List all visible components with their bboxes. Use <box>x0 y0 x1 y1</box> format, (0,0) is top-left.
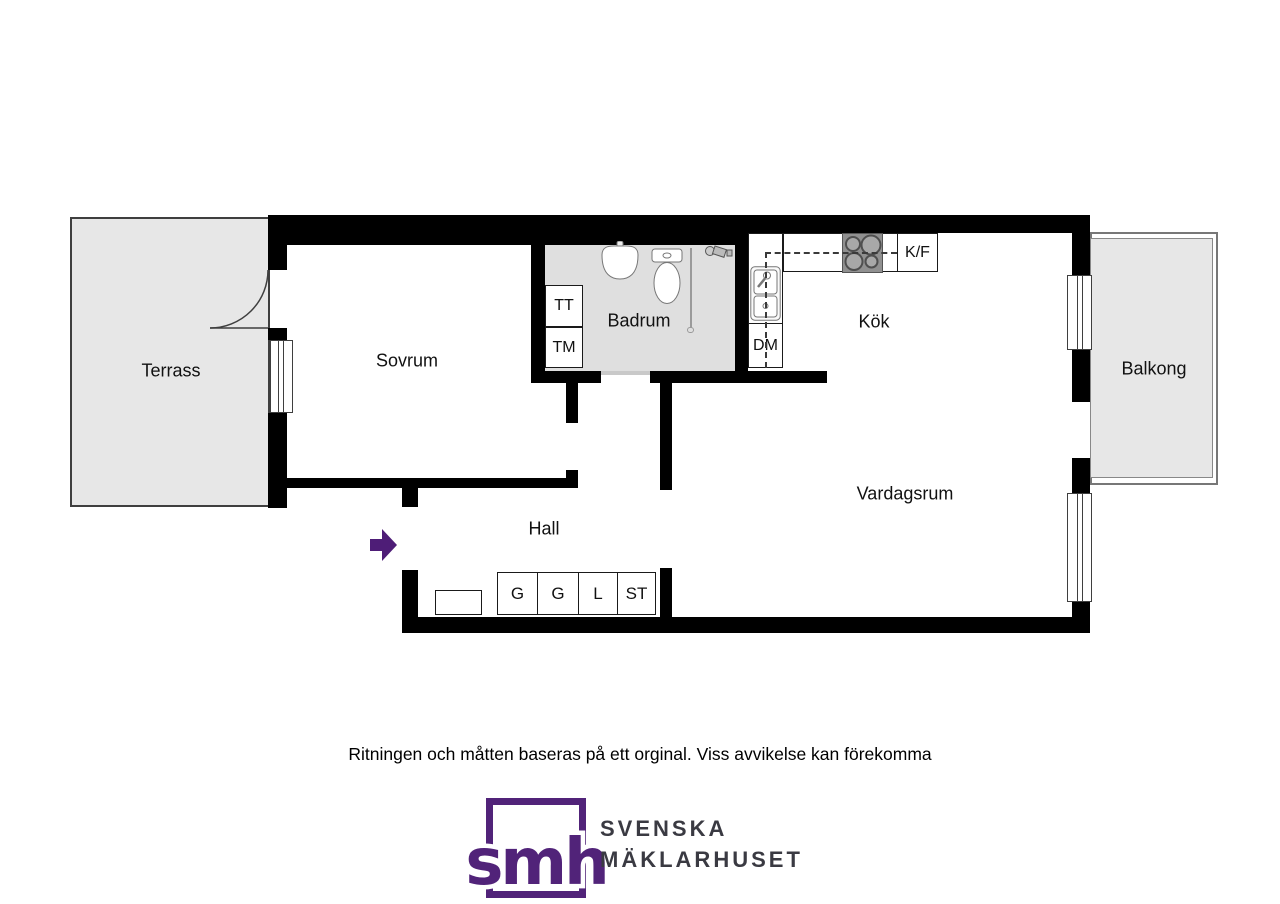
wall-hall-living <box>660 383 672 490</box>
closet-box: ST <box>617 572 656 615</box>
window-icon-bedroom <box>270 340 293 413</box>
wall-bathroom-left <box>531 245 545 371</box>
closet-label: G <box>510 583 525 603</box>
bathroom-door-threshold <box>601 371 650 375</box>
wall-bedroom-hall-lower <box>566 470 578 488</box>
terrace-area <box>70 217 270 507</box>
closet-label: G <box>551 583 565 603</box>
wall-hall-stub <box>660 568 672 617</box>
wall-left-c <box>268 413 287 508</box>
entrance-arrow-icon <box>370 529 397 561</box>
counter-dashed-line-h <box>765 252 897 254</box>
closet-box: G <box>537 572 579 615</box>
logo-wordmark-line1: SVENSKA <box>600 816 728 841</box>
room-label-vardagsrum: Vardagsrum <box>856 483 954 504</box>
wall-left-b <box>268 328 287 340</box>
closet-row: G G L ST <box>497 572 656 615</box>
room-label-balkong: Balkong <box>1121 358 1187 379</box>
fridge-freezer-box: K/F <box>897 233 938 272</box>
room-label-terrass: Terrass <box>141 360 201 381</box>
wall-right-b <box>1072 350 1090 402</box>
wall-top-left <box>268 215 748 245</box>
wall-top-right <box>748 215 1090 233</box>
closet-box: G <box>497 572 538 615</box>
window-icon-livingroom <box>1067 493 1092 602</box>
balcony-area <box>1090 238 1213 478</box>
window-pane <box>278 340 284 413</box>
dryer-label: TT <box>554 297 574 314</box>
fridge-freezer-label: K/F <box>905 243 930 261</box>
wall-right-c <box>1072 458 1090 493</box>
shoe-cabinet-box <box>435 590 482 615</box>
wall-bedroom-bottom <box>283 478 578 488</box>
closet-box: L <box>578 572 618 615</box>
shower-rail-end <box>687 327 694 333</box>
room-label-kok: Kök <box>858 311 890 332</box>
washer-box: TM <box>545 327 583 368</box>
wall-bathroom-kitchen <box>735 215 748 383</box>
wall-bottom <box>402 617 1090 633</box>
wall-bedroom-hall-upper <box>566 380 578 423</box>
logo-monogram: smh <box>461 822 614 901</box>
wall-entry-lower <box>402 570 418 617</box>
logo-wordmark: SVENSKA MÄKLARHUSET <box>600 813 803 875</box>
window-pane <box>1077 275 1083 350</box>
window-pane <box>1077 493 1083 602</box>
door-swing-icon <box>209 269 269 329</box>
dryer-box: TT <box>545 285 583 327</box>
room-label-sovrum: Sovrum <box>375 350 439 371</box>
shower-rail <box>690 248 692 330</box>
logo-frame <box>486 798 586 898</box>
closet-label: L <box>593 583 603 603</box>
toilet-icon <box>651 248 683 304</box>
bathroom-sink-icon <box>601 241 639 280</box>
disclaimer-text: Ritningen och måtten baseras på ett orgi… <box>348 744 932 764</box>
room-label-badrum: Badrum <box>607 310 671 331</box>
window-icon-kitchen <box>1067 275 1092 350</box>
closet-label: ST <box>625 583 648 603</box>
washer-label: TM <box>552 338 576 356</box>
counter-dashed-line-v <box>765 252 767 368</box>
logo-wordmark-line2: MÄKLARHUSET <box>600 847 803 872</box>
shower-icon <box>705 245 733 258</box>
wall-right-a <box>1072 215 1090 275</box>
svg-text:smh: smh <box>465 826 606 900</box>
wall-left-a <box>268 215 287 270</box>
wall-bathroom-bottom-a <box>531 371 601 383</box>
room-label-hall: Hall <box>528 518 560 539</box>
